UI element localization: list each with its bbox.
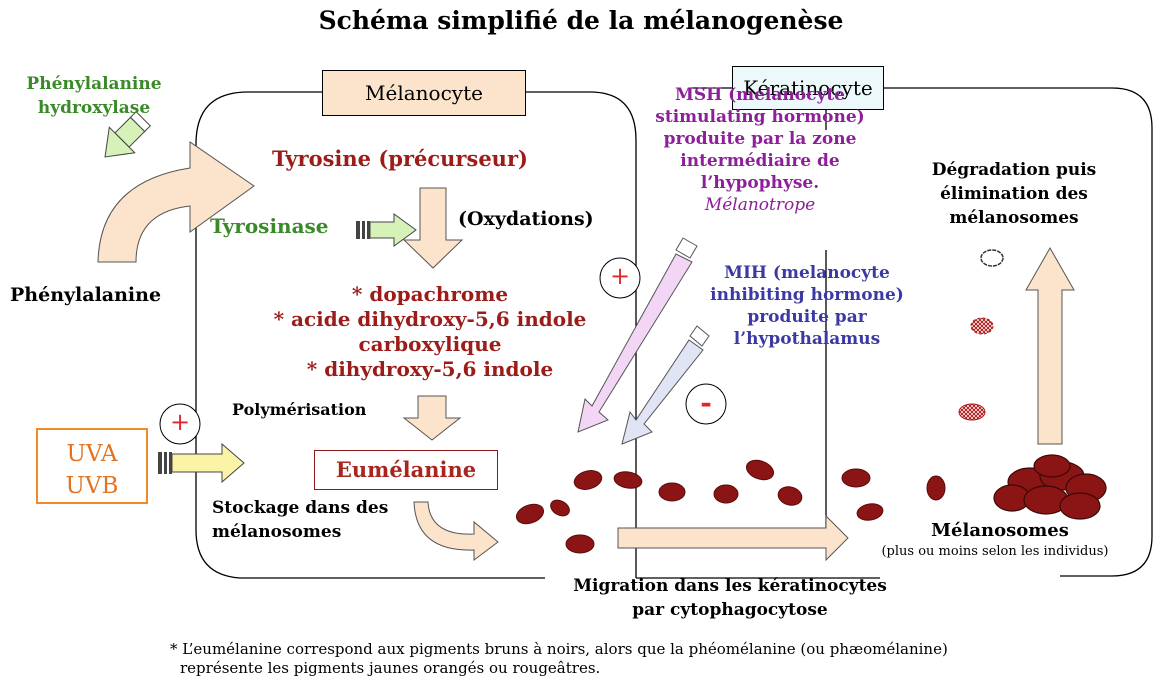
stockage-curved-arrow: [413, 501, 499, 561]
msh-line-1: MSH (melanocyte: [675, 85, 845, 105]
intermediate-dopachrome: * dopachrome: [351, 282, 509, 306]
footnote-line-1: * L’eumélanine correspond aux pigments b…: [170, 640, 948, 658]
eumelanine-label: Eumélanine: [314, 450, 498, 490]
mih-arrow: [621, 325, 710, 445]
stockage-line-2: mélanosomes: [212, 522, 342, 542]
mih-line-4: l’hypothalamus: [733, 329, 881, 349]
migration-line-2: par cytophagocytose: [632, 600, 828, 620]
uva-text: UVA: [66, 441, 118, 467]
melanocyte-cell-outline-right: [524, 91, 880, 579]
intermediate-dihydroxy: * dihydroxy-5,6 indole: [306, 357, 554, 381]
phenylalanine-hydroxylase-label: Phénylalanine hydroxylase: [14, 72, 174, 120]
degradation-up-arrow: [1025, 246, 1075, 445]
polymerisation-down-arrow: [402, 395, 462, 441]
degradation-line-3: mélanosomes: [949, 208, 1079, 228]
oxydations-label: (Oxydations): [458, 208, 594, 230]
tyrosine-down-arrow: [402, 187, 464, 269]
msh-line-2: stimulating hormone): [655, 107, 865, 127]
mih-line-1: MIH (melanocyte: [724, 263, 890, 283]
degradation-label: Dégradation puis élimination des mélanos…: [894, 158, 1134, 230]
melanosomes-label: Mélanosomes: [931, 520, 1069, 541]
phenylalanine-curved-arrow: [97, 141, 255, 263]
hydroxylase-line-2: hydroxylase: [37, 98, 151, 118]
degradation-line-2: élimination des: [940, 184, 1088, 204]
mih-line-2: inhibiting hormone): [710, 285, 904, 305]
msh-plus-circle: [599, 257, 641, 299]
msh-source: Mélanotrope: [704, 195, 816, 215]
melanin-granules: [515, 459, 946, 554]
msh-plus-sign: +: [609, 262, 631, 290]
keratinocyte-label: Kératinocyte: [732, 66, 884, 110]
tyrosinase-arrow: [356, 213, 417, 247]
migration-arrow: [617, 514, 849, 562]
msh-line-3: produite par la zone: [663, 129, 857, 149]
uv-label: UVA UVB: [36, 428, 148, 504]
diagram-title: Schéma simplifié de la mélanogenèse: [318, 6, 844, 35]
mih-line-3: produite par: [747, 307, 867, 327]
polymerisation-label: Polymérisation: [232, 400, 367, 419]
migration-line-1: Migration dans les kératinocytes: [573, 576, 887, 596]
intermediate-acide: * acide dihydroxy-5,6 indole: [273, 307, 587, 331]
degrading-melanosome-1: [958, 403, 986, 421]
phenylalanine-label: Phénylalanine: [10, 284, 162, 306]
footnote: * L’eumélanine correspond aux pigments b…: [170, 640, 1130, 678]
degrading-melanosome-3: [980, 249, 1004, 267]
migration-label: Migration dans les kératinocytes par cyt…: [520, 574, 940, 622]
tyrosinase-label: Tyrosinase: [210, 214, 329, 238]
msh-line-5: l’hypophyse.: [700, 173, 820, 193]
degrading-melanosome-2: [970, 317, 994, 335]
keratinocyte-cell-outline: [690, 87, 1153, 577]
mih-minus-sign: -: [700, 386, 712, 419]
intermediates-list: * dopachrome * acide dihydroxy-5,6 indol…: [230, 282, 630, 382]
msh-arrow: [577, 237, 698, 433]
melanosome-cluster: [993, 454, 1107, 520]
mih-label: MIH (melanocyte inhibiting hormone) prod…: [696, 262, 918, 350]
degradation-line-1: Dégradation puis: [931, 160, 1097, 180]
msh-line-4: intermédiaire de: [680, 151, 840, 171]
melanocyte-label: Mélanocyte: [322, 70, 526, 116]
footnote-line-2: représente les pigments jaunes orangés o…: [180, 659, 601, 677]
msh-label: MSH (melanocyte stimulating hormone) pro…: [644, 84, 876, 216]
melanosomes-note: (plus ou moins selon les individus): [881, 544, 1109, 559]
mih-minus-circle: [685, 383, 727, 425]
hydroxylase-arrow: [104, 111, 151, 158]
stockage-label: Stockage dans des mélanosomes: [212, 496, 412, 544]
uv-plus-circle: [159, 403, 201, 445]
hydroxylase-line-1: Phénylalanine: [26, 74, 162, 94]
uvb-text: UVB: [65, 473, 119, 499]
uv-arrow: [158, 442, 245, 484]
uv-plus-sign: +: [169, 408, 191, 436]
intermediate-carboxylique: carboxylique: [358, 332, 502, 356]
stockage-line-1: Stockage dans des: [212, 498, 389, 518]
melanocyte-cell-outline: [195, 91, 545, 579]
tyrosine-label: Tyrosine (précurseur): [272, 146, 528, 171]
